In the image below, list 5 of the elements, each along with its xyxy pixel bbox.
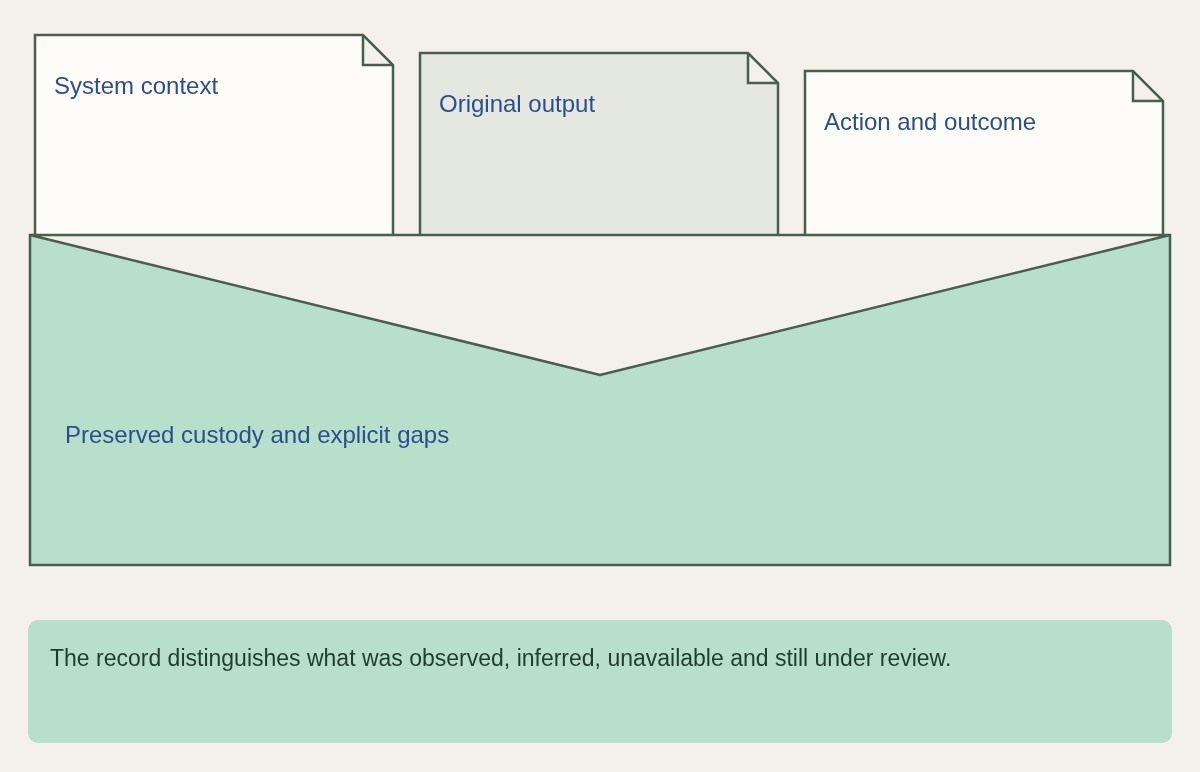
node-label: Action and outcome: [824, 107, 1038, 137]
node-label: Preserved custody and explicit gaps: [65, 420, 451, 450]
node-label: System context: [54, 71, 220, 101]
node-label: Original output: [439, 89, 597, 119]
note-text: The record distinguishes what was observed, inferred, unavailable and still under review.: [50, 644, 953, 673]
